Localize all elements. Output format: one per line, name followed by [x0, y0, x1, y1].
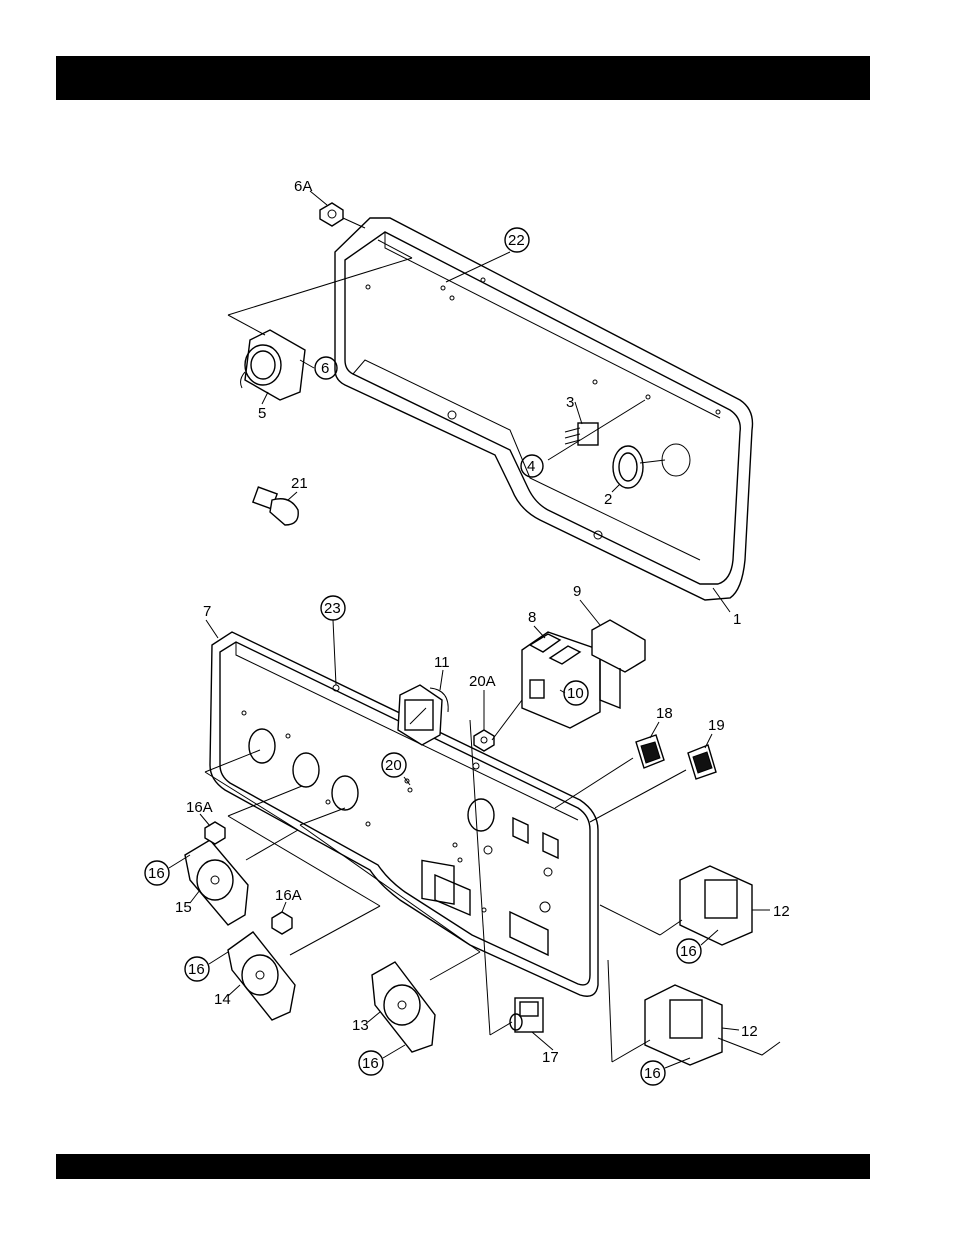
callout-20a: 20A	[469, 673, 496, 690]
callout-2: 2	[604, 491, 612, 508]
grommet	[613, 446, 665, 488]
callout-8: 8	[528, 609, 536, 626]
lamp-socket	[228, 240, 412, 400]
meter	[398, 685, 448, 745]
nut-6a	[320, 203, 365, 228]
callout-16-b: 16	[188, 961, 205, 978]
receptacle-14	[228, 786, 380, 1020]
callout-1: 1	[733, 611, 741, 628]
callout-16-e: 16	[644, 1065, 661, 1082]
callout-5: 5	[258, 405, 266, 422]
callout-7: 7	[203, 603, 211, 620]
callout-15: 15	[175, 899, 192, 916]
toggle-switch	[470, 720, 543, 1035]
callout-16-a: 16	[148, 865, 165, 882]
callout-9: 9	[573, 583, 581, 600]
gfci-receptacle-lower	[608, 960, 780, 1065]
nut-20a	[474, 700, 522, 751]
callout-12-lower: 12	[741, 1023, 758, 1040]
callout-14: 14	[214, 991, 231, 1008]
callout-21: 21	[291, 475, 308, 492]
circuit-breaker	[522, 620, 645, 728]
callout-16a-a: 16A	[186, 799, 213, 816]
callout-19: 19	[708, 717, 725, 734]
lamp-bulb	[253, 487, 298, 525]
callout-10: 10	[567, 685, 584, 702]
callout-20: 20	[385, 757, 402, 774]
callout-18: 18	[656, 705, 673, 722]
callout-16-c: 16	[362, 1055, 379, 1072]
callout-22: 22	[508, 232, 525, 249]
callout-16a-b: 16A	[275, 887, 302, 904]
callout-6: 6	[321, 360, 329, 377]
callout-4: 4	[527, 458, 535, 475]
gfci-receptacle-upper	[600, 866, 752, 945]
terminal-block	[548, 400, 645, 460]
callout-11: 11	[434, 654, 450, 671]
callout-16-d: 16	[680, 943, 697, 960]
callout-13: 13	[352, 1017, 369, 1034]
callout-12-upper: 12	[773, 903, 790, 920]
callout-23: 23	[324, 600, 341, 617]
callout-6a: 6A	[294, 178, 312, 195]
callout-3: 3	[566, 394, 574, 411]
callout-17: 17	[542, 1049, 559, 1066]
rear-housing	[335, 218, 753, 600]
